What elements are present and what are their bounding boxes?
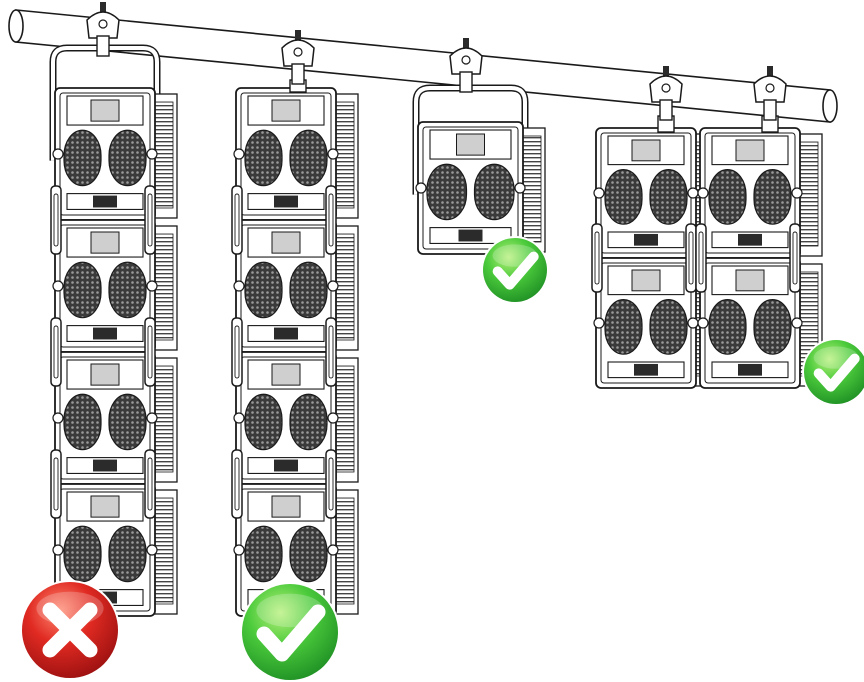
led-panel [697, 127, 823, 259]
fan-grill [289, 393, 328, 451]
pipe-clamp [86, 2, 120, 57]
allowed-badge [802, 338, 864, 406]
fan-grill [108, 525, 147, 583]
fan-grill [289, 525, 328, 583]
fan-grill [753, 169, 792, 225]
led-panel [52, 351, 178, 485]
pipe-clamp [449, 38, 483, 93]
fan-grill [649, 299, 688, 355]
config-stack-4-side-yoke [49, 2, 178, 617]
led-panel [233, 87, 359, 221]
led-panel [233, 219, 359, 353]
cross-mark-icon [42, 602, 98, 658]
fan-grill [108, 129, 147, 187]
status-badges [20, 236, 864, 682]
check-mark-icon [256, 604, 326, 662]
fan-grill [289, 129, 328, 187]
fan-grill [708, 299, 747, 355]
pipe-clamp [753, 66, 787, 121]
fan-grill [244, 261, 283, 319]
fan-grill [604, 299, 643, 355]
config-grid-2x2-two-clamps [591, 66, 823, 389]
fan-grill [108, 393, 147, 451]
pipe-clamp [281, 30, 315, 85]
allowed-badge [481, 236, 549, 304]
fan-grill [604, 169, 643, 225]
truss-pipe [8, 9, 838, 123]
fan-grill [108, 261, 147, 319]
config-stack-4-center-clamp [231, 30, 359, 617]
fan-grill [473, 163, 515, 221]
check-mark-icon [813, 353, 860, 392]
fan-grill [63, 393, 102, 451]
fan-grill [426, 163, 468, 221]
fan-grill [708, 169, 747, 225]
fan-grill [63, 261, 102, 319]
led-panel [52, 219, 178, 353]
pipe-clamp [649, 66, 683, 121]
led-panel [233, 351, 359, 485]
allowed-badge [240, 582, 340, 682]
fan-grill [63, 525, 102, 583]
fan-grill [289, 261, 328, 319]
config-single-with-yoke [412, 38, 546, 255]
led-panel [233, 483, 359, 617]
fan-grill [244, 525, 283, 583]
led-panel [52, 87, 178, 221]
fan-grill [753, 299, 792, 355]
fan-grill [649, 169, 688, 225]
check-mark-icon [492, 251, 539, 290]
fan-grill [63, 129, 102, 187]
not-allowed-badge [20, 580, 120, 680]
fan-grill [244, 129, 283, 187]
led-panel [415, 121, 546, 255]
fan-grill [244, 393, 283, 451]
